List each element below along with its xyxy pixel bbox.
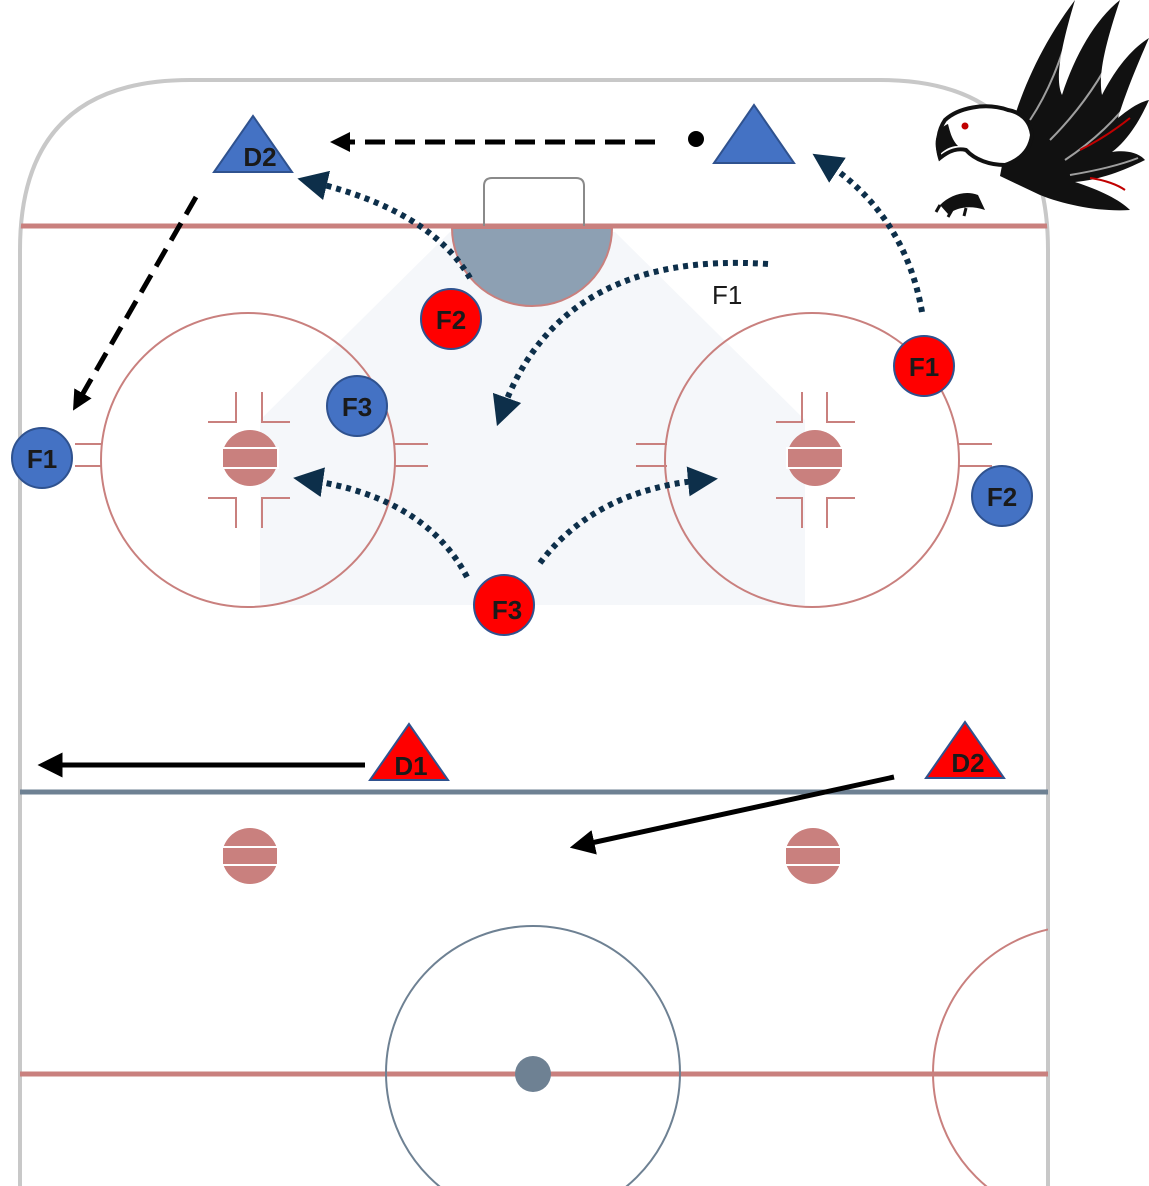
offense-f2-marker[interactable]: F2 — [421, 289, 481, 349]
defense-f1-marker[interactable]: F1 — [12, 428, 72, 488]
offense-f3-marker[interactable]: F3 — [474, 575, 534, 635]
svg-text:F3: F3 — [342, 392, 372, 422]
svg-text:D1: D1 — [394, 751, 427, 781]
route-label: F1 — [712, 280, 742, 310]
svg-text:F1: F1 — [27, 444, 57, 474]
svg-text:F1: F1 — [909, 352, 939, 382]
offense-f1-marker[interactable]: F1 — [894, 336, 954, 396]
svg-text:D2: D2 — [243, 142, 276, 172]
defense-f3-marker[interactable]: F3 — [327, 376, 387, 436]
svg-text:F2: F2 — [436, 305, 466, 335]
rink — [20, 80, 1149, 1186]
svg-text:D2: D2 — [951, 748, 984, 778]
center-dot — [515, 1056, 551, 1092]
puck — [688, 131, 704, 147]
svg-text:F3: F3 — [492, 595, 522, 625]
defense-f2-marker[interactable]: F2 — [972, 466, 1032, 526]
svg-text:F2: F2 — [987, 482, 1017, 512]
